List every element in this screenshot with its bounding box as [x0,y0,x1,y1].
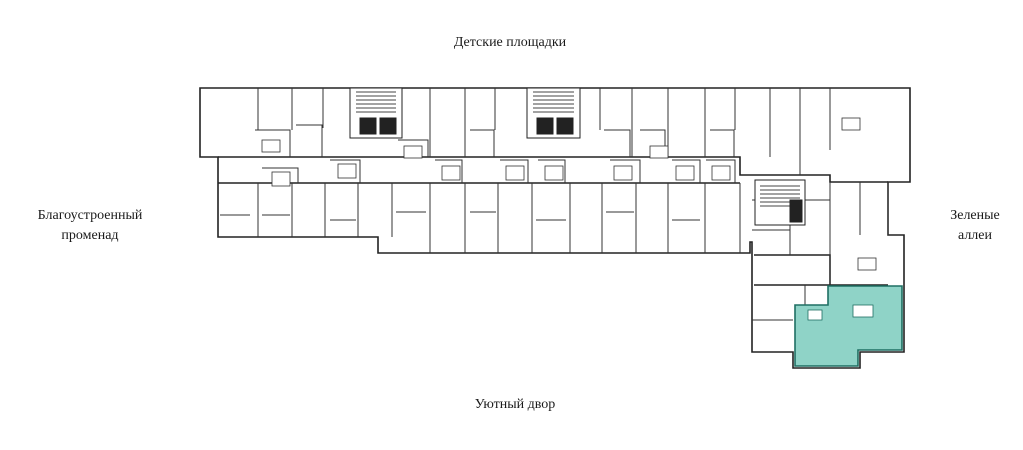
label-promenade: Благоустроенный променад [10,206,170,246]
highlighted-apartment[interactable] [794,285,903,367]
label-playgrounds: Детские площадки [453,35,567,50]
label-green-alleys-line1: Зеленые [950,208,1000,223]
stair-cores [349,87,806,226]
label-green-alleys: Зеленые аллеи [930,206,1020,246]
label-promenade-line1: Благоустроенный [37,208,143,223]
label-promenade-line2: променад [61,228,119,243]
fixtures [261,117,877,271]
highlighted-apartment-marker [852,304,874,318]
highlighted-apartment-bath [807,309,823,321]
label-cozy-yard: Уютный двор [474,397,556,412]
label-green-alleys-line2: аллеи [957,228,992,243]
